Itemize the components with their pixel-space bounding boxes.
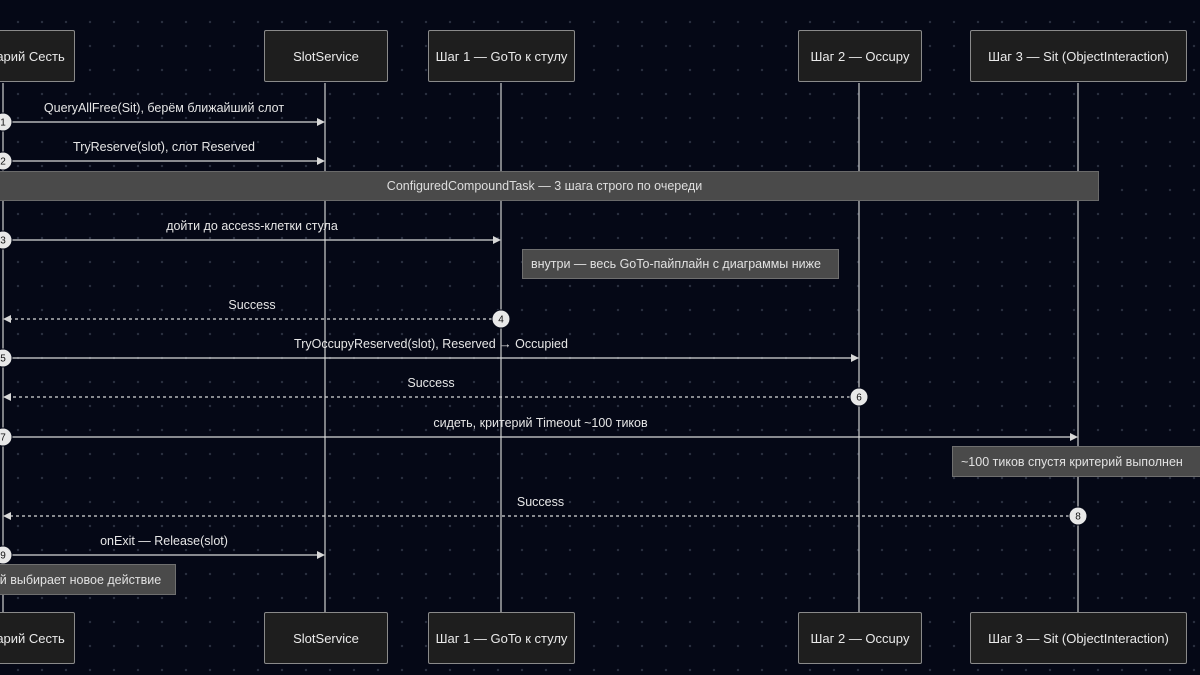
message-3-label: дойти до access-клетки стула: [166, 219, 338, 233]
message-1-badge-number: 1: [0, 118, 6, 129]
note-text: внутри — весь GoTo-пайплайн с диаграммы …: [531, 257, 821, 271]
message-6-badge-number: 6: [856, 393, 862, 404]
message-2-arrowhead: [317, 157, 325, 165]
message-9-label: onExit — Release(slot): [100, 534, 228, 548]
message-5-label: TryOccupyReserved(slot), Reserved → Occu…: [294, 337, 568, 351]
note-goto-pipeline: внутри — весь GoTo-пайплайн с диаграммы …: [522, 249, 839, 279]
message-7-badge: [0, 427, 13, 447]
message-3-arrowhead: [493, 236, 501, 244]
message-6-label: Success: [407, 376, 454, 390]
participant-label: Шаг 2 — Occupy: [810, 630, 910, 646]
message-4-label: Success: [228, 298, 275, 312]
message-8-label: Success: [517, 495, 564, 509]
message-1-arrowhead: [317, 118, 325, 126]
message-7-arrowhead: [1070, 433, 1078, 441]
message-2-label: TryReserve(slot), слот Reserved: [73, 140, 255, 154]
participant-label: Шаг 2 — Occupy: [810, 48, 910, 64]
message-8-arrowhead: [3, 512, 11, 520]
note-choose-new-action: Сценарий выбирает новое действие: [0, 564, 176, 595]
participant-label: Сценарий Сесть: [0, 630, 65, 646]
message-2-badge: [0, 151, 13, 171]
message-9-arrowhead: [317, 551, 325, 559]
participant-slotservice-bottom[interactable]: SlotService: [264, 612, 388, 664]
participant-step2-top[interactable]: Шаг 2 — Occupy: [798, 30, 922, 82]
message-1-badge: [0, 112, 13, 132]
participant-scenario-bottom[interactable]: Сценарий Сесть: [0, 612, 75, 664]
participant-label: SlotService: [293, 48, 359, 64]
message-4-arrowhead: [3, 315, 11, 323]
participant-step2-bottom[interactable]: Шаг 2 — Occupy: [798, 612, 922, 664]
participant-label: Шаг 1 — GoTo к стулу: [435, 630, 568, 646]
message-2-badge-number: 2: [0, 157, 6, 168]
participant-step1-top[interactable]: Шаг 1 — GoTo к стулу: [428, 30, 575, 82]
message-8-badge: [1068, 506, 1088, 526]
note-text: Сценарий выбирает новое действие: [0, 572, 162, 587]
message-5-arrowhead: [851, 354, 859, 362]
participant-slotservice-top[interactable]: SlotService: [264, 30, 388, 82]
message-5-badge-number: 5: [0, 354, 6, 365]
message-9-badge-number: 9: [0, 551, 6, 562]
message-7-badge-number: 7: [0, 433, 6, 444]
message-3-badge-number: 3: [0, 236, 6, 247]
participant-scenario-top[interactable]: Сценарий Сесть: [0, 30, 75, 82]
message-6-arrowhead: [3, 393, 11, 401]
message-6-badge: [849, 387, 869, 407]
participant-label: Шаг 1 — GoTo к стулу: [435, 48, 568, 64]
message-7-label: сидеть, критерий Timeout ~100 тиков: [433, 416, 648, 430]
participant-step3-bottom[interactable]: Шаг 3 — Sit (ObjectInteraction): [970, 612, 1187, 664]
participant-label: Шаг 3 — Sit (ObjectInteraction): [988, 630, 1169, 646]
message-4-badge-number: 4: [498, 315, 504, 326]
message-4-badge: [491, 309, 511, 329]
participant-step1-bottom[interactable]: Шаг 1 — GoTo к стулу: [428, 612, 575, 664]
participant-label: Шаг 3 — Sit (ObjectInteraction): [988, 48, 1169, 64]
compound-task-banner: ConfiguredCompoundTask — 3 шага строго п…: [0, 171, 1099, 201]
note-text: ~100 тиков спустя критерий выполнен: [961, 454, 1183, 469]
message-8-badge-number: 8: [1075, 512, 1081, 523]
note-ticks-elapsed: ~100 тиков спустя критерий выполнен: [952, 446, 1200, 477]
participant-label: SlotService: [293, 630, 359, 646]
participant-step3-top[interactable]: Шаг 3 — Sit (ObjectInteraction): [970, 30, 1187, 82]
message-3-badge: [0, 230, 13, 250]
banner-label: ConfiguredCompoundTask — 3 шага строго п…: [386, 179, 703, 193]
message-1-label: QueryAllFree(Sit), берём ближайший слот: [44, 101, 284, 115]
message-5-badge: [0, 348, 13, 368]
participant-label: Сценарий Сесть: [0, 48, 65, 64]
